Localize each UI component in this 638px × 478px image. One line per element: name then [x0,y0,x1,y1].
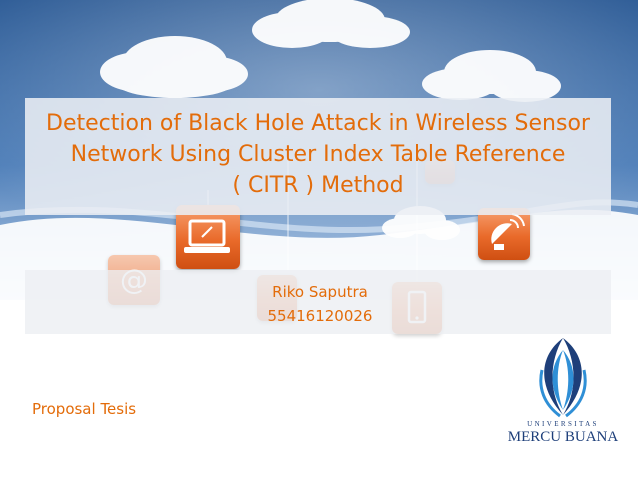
author-student-id: 55416120026 [267,307,373,325]
author-name: Riko Saputra [272,283,368,301]
logo-top-text: UNIVERSITAS [527,420,599,428]
laptop-icon [176,205,240,269]
slide-title: Detection of Black Hole Attack in Wirele… [25,108,611,201]
university-logo-icon [539,338,587,418]
title-line: Detection of Black Hole Attack in Wirele… [46,111,590,136]
logo-name: MERCU BUANA [507,429,619,445]
satellite-dish-icon [478,208,530,260]
title-band [25,98,611,215]
title-line: Network Using Cluster Index Table Refere… [70,142,566,167]
title-line: ( CITR ) Method [232,173,404,198]
cloud-icon [0,0,638,300]
author-band [25,270,611,334]
proposal-label: Proposal Tesis [32,400,137,418]
